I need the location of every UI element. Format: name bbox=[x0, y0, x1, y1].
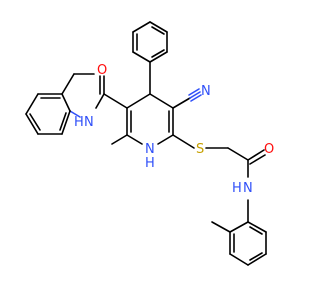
bond bbox=[247, 149, 265, 161]
ring-nitrogen-label: N bbox=[145, 142, 155, 157]
bond bbox=[247, 253, 267, 266]
bond bbox=[25, 93, 39, 115]
amide-nitrogen-1-label: N bbox=[84, 115, 94, 130]
amide-hydrogen-2-label: H bbox=[232, 181, 242, 196]
bond bbox=[151, 26, 165, 35]
bond bbox=[61, 73, 75, 95]
bond bbox=[111, 134, 128, 145]
bond bbox=[59, 112, 67, 131]
bond bbox=[29, 113, 41, 131]
bond bbox=[151, 49, 165, 58]
bond bbox=[132, 51, 151, 63]
bond bbox=[249, 226, 263, 235]
amide-oxygen-1-label: O bbox=[97, 63, 107, 78]
bond bbox=[103, 93, 128, 109]
bond bbox=[69, 110, 81, 118]
bond bbox=[149, 51, 168, 63]
bond bbox=[157, 134, 174, 145]
nitrile-nitrogen-label: N bbox=[201, 84, 211, 99]
molecule-svg: N O N H N H S O N H bbox=[25, 21, 274, 266]
bond bbox=[61, 93, 71, 112]
amide-oxygen-2-label: O bbox=[264, 142, 274, 157]
bond bbox=[229, 221, 249, 233]
bond bbox=[61, 110, 71, 135]
bond bbox=[247, 221, 267, 233]
bond bbox=[188, 88, 200, 96]
bond bbox=[149, 21, 168, 33]
bond bbox=[229, 253, 249, 266]
molecule-structure-diagram: N O N H N H S O N H bbox=[25, 21, 274, 266]
bond bbox=[227, 147, 249, 161]
sulfur-label: S bbox=[196, 142, 204, 157]
amide-hydrogen-1-label: H bbox=[74, 115, 84, 130]
bond bbox=[172, 134, 195, 149]
bond bbox=[189, 91, 201, 99]
bond bbox=[126, 93, 151, 109]
bond bbox=[95, 93, 105, 109]
bond bbox=[149, 93, 174, 109]
bond bbox=[126, 134, 143, 145]
amide-nitrogen-2-label: N bbox=[243, 181, 253, 196]
bond bbox=[249, 154, 266, 165]
bond bbox=[249, 252, 263, 261]
bond bbox=[132, 21, 151, 33]
bond bbox=[172, 97, 191, 109]
bond bbox=[211, 221, 231, 233]
bond bbox=[190, 94, 202, 102]
bond bbox=[25, 113, 39, 135]
ring-hydrogen-label: H bbox=[145, 156, 155, 171]
bonds bbox=[25, 21, 267, 266]
